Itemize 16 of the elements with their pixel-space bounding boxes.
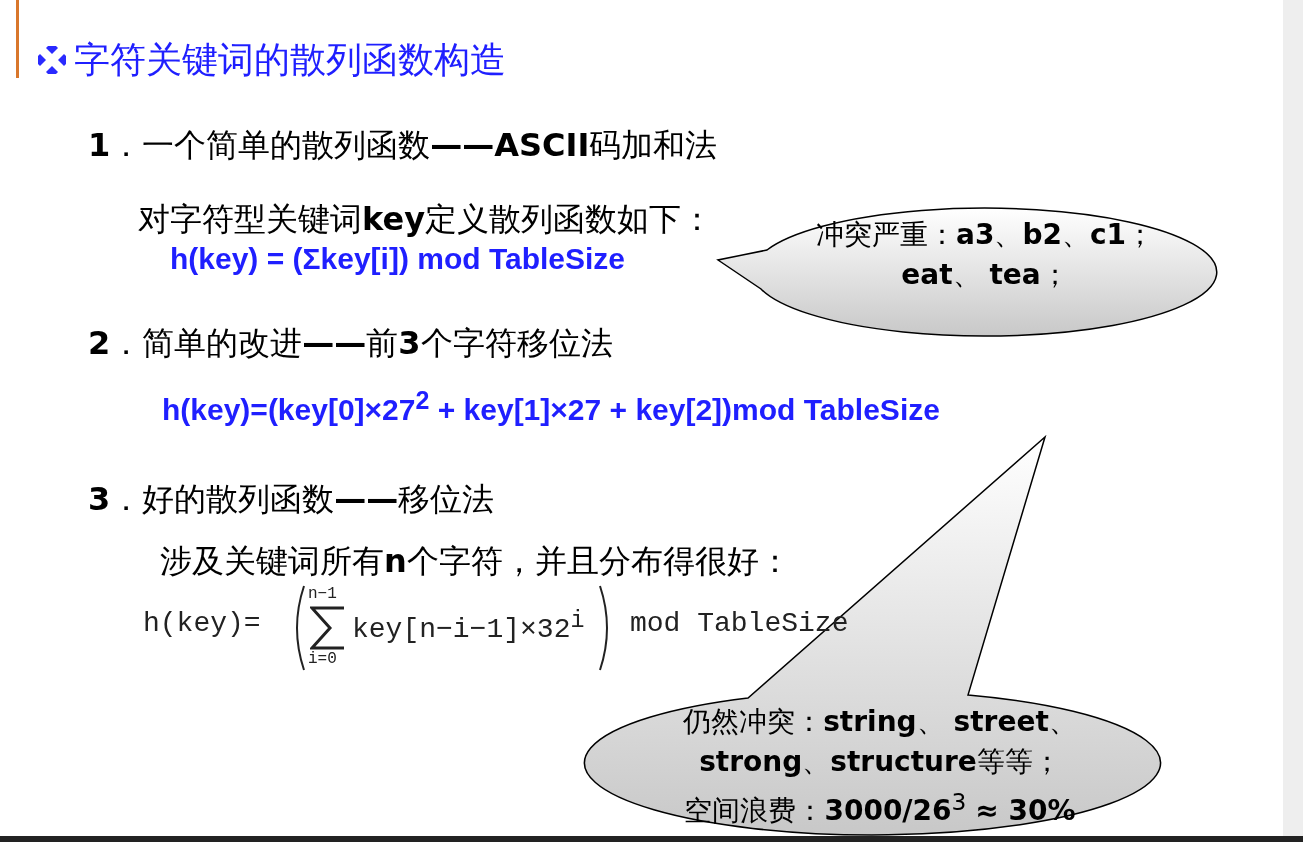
sum-upper-limit: n−1 [308, 585, 337, 603]
sum-lower-limit: i=0 [308, 650, 337, 668]
formula-text: h(key)=(key[0]×27$^{2}$ + key[1]×27 + key[2])mod TableSize [162, 386, 940, 427]
formula-text: h(key) = (Σkey[i]) mod TableSize [170, 242, 626, 276]
heading-text: 2．简单的改进——前3个字符移位法 [88, 323, 613, 364]
formula-text: h(key)= [143, 608, 261, 639]
speech-bubble [715, 205, 1220, 340]
slide-title: 字符关键词的散列函数构造 [74, 38, 506, 82]
description-text: 涉及关键词所有n个字符，并且分布得很好： [160, 541, 791, 582]
callout-text: 空间浪费：3000/26$^{3}$ ≈ 30% [683, 787, 1077, 830]
heading-text: 1．一个简单的散列函数——ASCII码加和法 [88, 125, 718, 166]
heading-text: 3．好的散列函数——移位法 [88, 479, 495, 520]
callout-text: 冲突严重：a3、b2、c1；eat、 tea； [815, 217, 1155, 293]
formula-text: key[n−i−1]×32$^{i}$ [352, 608, 585, 646]
callout-text: 仍然冲突：string、 street、strong、structure等等； [682, 704, 1078, 780]
description-text: 对字符型关键词key定义散列函数如下： [138, 199, 713, 240]
